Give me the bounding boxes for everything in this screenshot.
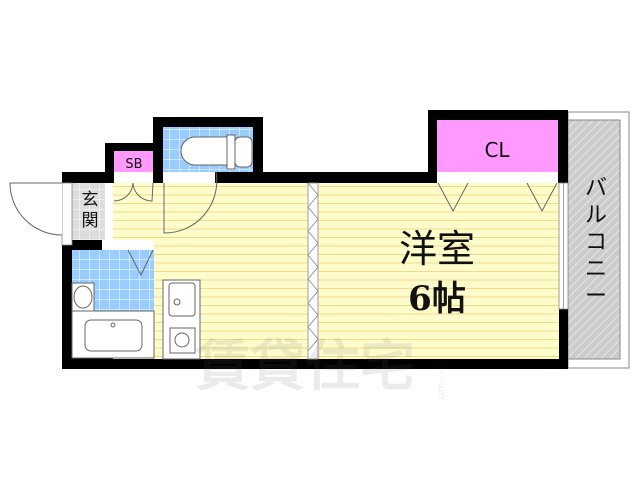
western-room-size: 6帖 — [408, 279, 466, 319]
closet: CL — [437, 120, 558, 213]
stove-icon — [169, 327, 196, 354]
bathtub-icon — [71, 310, 155, 359]
toilet-icon — [180, 134, 253, 170]
svg-text:ル: ル — [585, 203, 607, 228]
entrance-door[interactable] — [9, 182, 63, 236]
svg-text:バ: バ — [585, 176, 607, 201]
entrance-label-2: 関 — [82, 211, 99, 231]
toilet-room — [163, 127, 253, 234]
entrance: 玄 関 — [9, 182, 113, 246]
western-room-label: 洋室 — [399, 227, 475, 271]
balcony-window[interactable] — [558, 182, 569, 310]
entrance-label-1: 玄 — [82, 190, 99, 210]
washbasin-icon — [71, 282, 95, 312]
watermark: 賃貸住宅 サービス — [194, 334, 446, 401]
balcony — [567, 111, 630, 369]
sink-icon — [168, 282, 196, 317]
balcony-label: バ ル コ ニ ー — [585, 176, 607, 309]
shoe-box: SB — [113, 151, 154, 202]
svg-text:コ: コ — [585, 230, 607, 255]
closet-label: CL — [484, 138, 510, 162]
svg-text:ニ: ニ — [585, 257, 607, 282]
kitchen — [162, 279, 201, 360]
svg-text:サービス: サービス — [435, 365, 446, 401]
shoe-box-label: SB — [125, 157, 142, 172]
bathroom — [71, 240, 155, 359]
svg-text:賃貸住宅: 賃貸住宅 — [194, 334, 415, 398]
sliding-door[interactable] — [307, 182, 319, 360]
svg-text:ー: ー — [585, 284, 607, 309]
